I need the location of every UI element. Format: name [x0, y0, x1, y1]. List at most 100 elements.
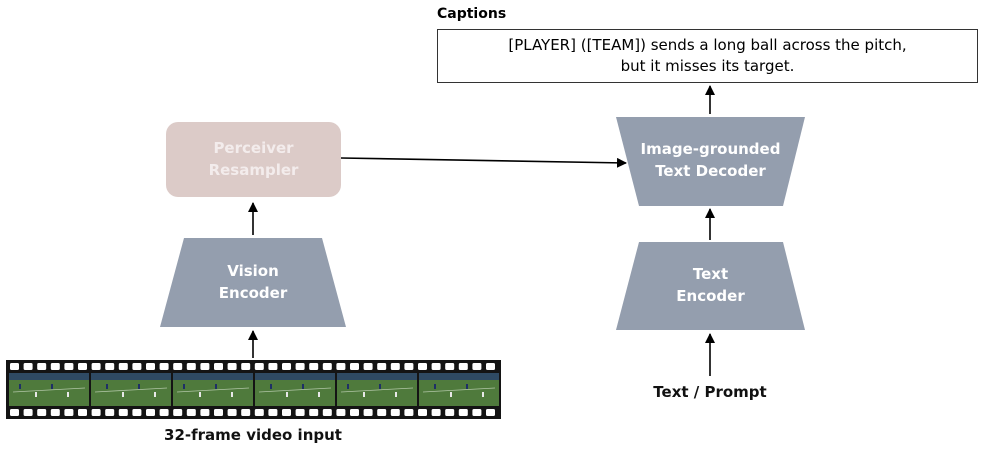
player-dot	[19, 384, 21, 389]
perceiver-resampler-block	[166, 122, 341, 197]
player-dot	[199, 392, 201, 397]
frame-stands	[255, 373, 335, 380]
decoder-label-line-2: Text Decoder	[655, 162, 766, 180]
sprocket-hole	[458, 363, 468, 370]
sprocket-hole	[227, 363, 237, 370]
sprocket-hole	[404, 363, 414, 370]
vision-encoder-label-line-2: Encoder	[218, 284, 288, 302]
sprocket-hole	[363, 409, 373, 416]
player-dot	[450, 392, 452, 397]
sprocket-hole	[23, 409, 33, 416]
sprocket-hole	[146, 409, 155, 416]
film-sprockets-top	[10, 363, 495, 370]
sprocket-hole	[336, 409, 346, 416]
sprocket-hole	[159, 409, 169, 416]
vision-encoder-label: Vision Encoder	[160, 260, 346, 304]
perceiver-resampler-label: Perceiver Resampler	[166, 137, 341, 181]
decoder-label: Image-grounded Text Decoder	[616, 138, 805, 182]
decoder-label-line-1: Image-grounded	[640, 140, 781, 158]
player-dot	[51, 384, 53, 389]
sprocket-hole	[186, 409, 196, 416]
player-dot	[231, 392, 233, 397]
sprocket-hole	[214, 409, 223, 416]
sprocket-hole	[241, 409, 251, 416]
sprocket-hole	[10, 409, 19, 416]
sprocket-hole	[268, 409, 278, 416]
vision-encoder-block	[160, 238, 346, 327]
sprocket-hole	[309, 409, 319, 416]
sprocket-hole	[282, 363, 291, 370]
frame-stands	[91, 373, 171, 380]
player-dot	[215, 384, 217, 389]
sprocket-hole	[91, 409, 101, 416]
sprocket-hole	[254, 363, 264, 370]
sprocket-hole	[486, 409, 495, 416]
player-dot	[138, 384, 140, 389]
sprocket-hole	[50, 409, 60, 416]
sprocket-hole	[458, 409, 468, 416]
caption-line-2: but it misses its target.	[620, 57, 795, 75]
sprocket-hole	[445, 363, 455, 370]
sprocket-hole	[309, 363, 319, 370]
sprocket-hole	[10, 363, 19, 370]
perceiver-label-line-1: Perceiver	[213, 139, 294, 157]
sprocket-hole	[472, 363, 482, 370]
sprocket-hole	[64, 363, 74, 370]
vision-encoder-label-line-1: Vision	[227, 262, 279, 280]
sprocket-hole	[431, 409, 441, 416]
player-dot	[122, 392, 124, 397]
player-dot	[35, 392, 37, 397]
player-dot	[302, 384, 304, 389]
player-dot	[106, 384, 108, 389]
image-grounded-text-decoder-block	[616, 117, 805, 206]
sprocket-hole	[227, 409, 237, 416]
captions-title: Captions	[437, 6, 507, 22]
sprocket-hole	[37, 409, 47, 416]
sprocket-hole	[486, 363, 495, 370]
pitch-line	[12, 387, 86, 393]
sprocket-hole	[350, 363, 359, 370]
sprocket-hole	[377, 363, 387, 370]
pitch-line	[340, 387, 414, 393]
sprocket-hole	[295, 409, 305, 416]
sprocket-hole	[390, 409, 400, 416]
text-encoder-block	[616, 242, 805, 330]
player-dot	[395, 392, 397, 397]
sprocket-hole	[350, 409, 359, 416]
sprocket-hole	[78, 363, 87, 370]
sprocket-hole	[132, 363, 142, 370]
player-dot	[67, 392, 69, 397]
sprocket-hole	[390, 363, 400, 370]
pitch-line	[94, 387, 168, 393]
sprocket-hole	[105, 409, 115, 416]
sprocket-hole	[159, 363, 169, 370]
captions-box: [PLAYER] ([TEAM]) sends a long ball acro…	[437, 29, 978, 83]
text-encoder-label-line-2: Encoder	[676, 287, 745, 305]
frame-stands	[419, 373, 499, 380]
sprocket-hole	[268, 363, 278, 370]
sprocket-hole	[118, 409, 128, 416]
sprocket-hole	[200, 409, 210, 416]
frame-stands	[173, 373, 253, 380]
sprocket-hole	[472, 409, 482, 416]
perceiver-label-line-2: Resampler	[208, 161, 299, 179]
sprocket-hole	[64, 409, 74, 416]
frame-stands	[9, 373, 89, 380]
player-dot	[482, 392, 484, 397]
sprocket-hole	[146, 363, 155, 370]
sprocket-hole	[214, 363, 223, 370]
sprocket-hole	[363, 363, 373, 370]
player-dot	[363, 392, 365, 397]
sprocket-hole	[50, 363, 60, 370]
player-dot	[379, 384, 381, 389]
sprocket-hole	[377, 409, 387, 416]
sprocket-hole	[295, 363, 305, 370]
sprocket-hole	[37, 363, 47, 370]
sprocket-hole	[336, 363, 346, 370]
frame-stands	[337, 373, 417, 380]
pitch-line	[258, 387, 332, 393]
sprocket-hole	[404, 409, 414, 416]
sprocket-hole	[78, 409, 87, 416]
film-sprockets-bottom	[10, 409, 495, 416]
